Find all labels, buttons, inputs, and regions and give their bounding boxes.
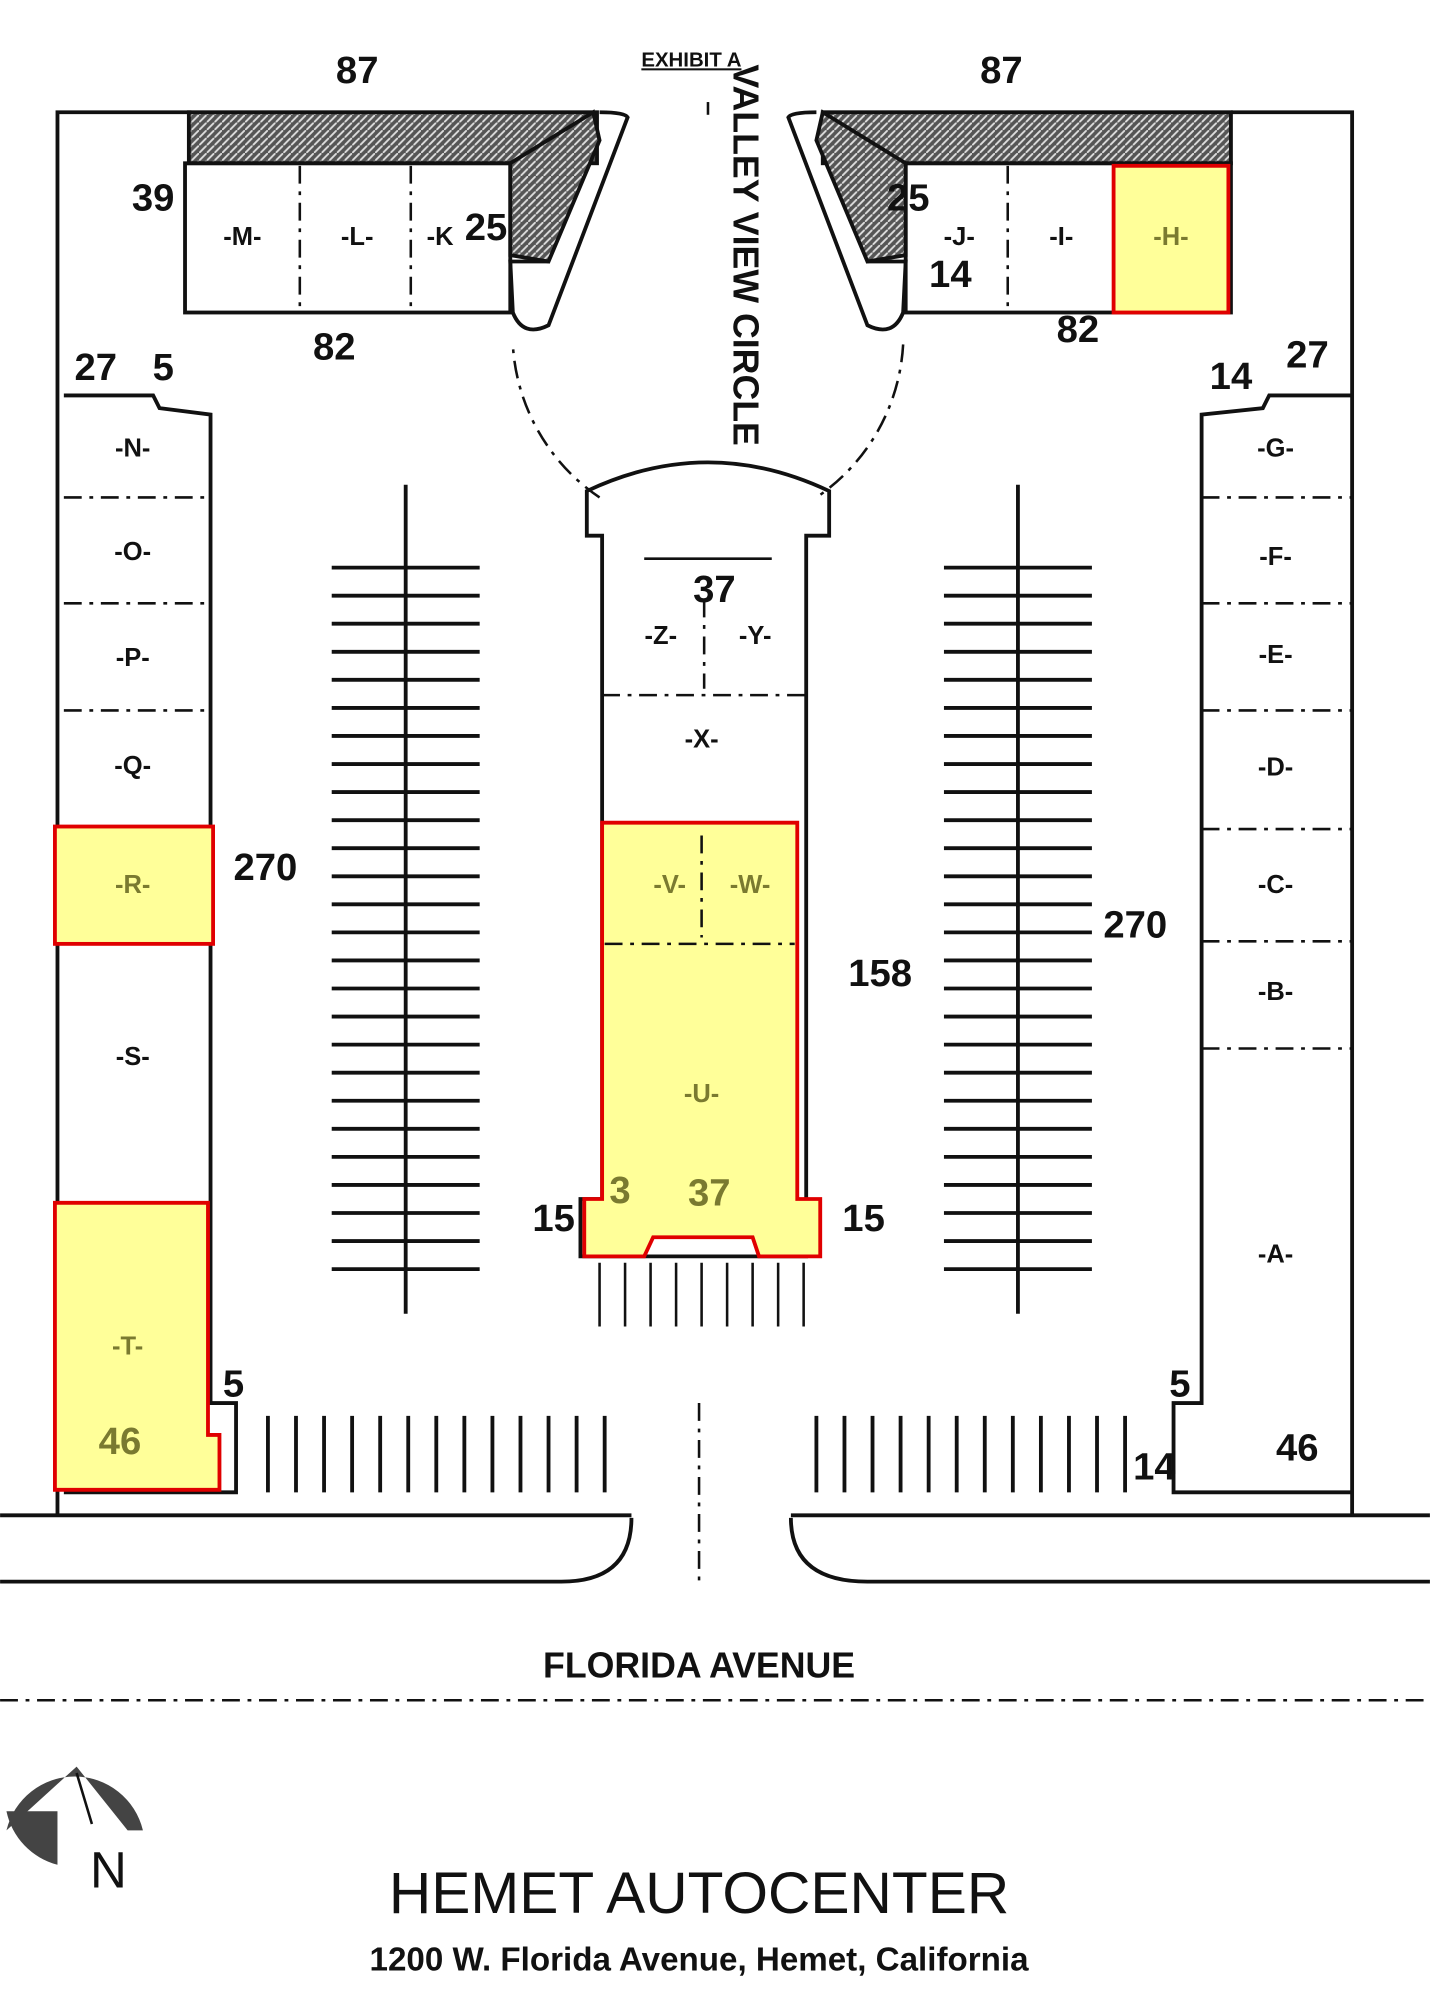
unit-d: -D-: [1258, 754, 1293, 782]
dim-37-top: 37: [693, 568, 736, 611]
unit-w: -W-: [730, 871, 771, 899]
unit-e: -E-: [1259, 641, 1293, 669]
north-arrow-icon: N: [6, 1766, 143, 1899]
dim-27-left: 27: [74, 346, 117, 389]
unit-a: -A-: [1258, 1241, 1293, 1269]
dim-15-right: 15: [842, 1197, 885, 1240]
unit-n: -N-: [115, 435, 150, 463]
unit-q: -Q-: [114, 752, 151, 780]
dim-82-right: 82: [1057, 308, 1100, 351]
center-building: 37 -Z- -Y- -X- -V- -W- -U- 37 3 15 15 15…: [532, 460, 912, 1259]
dim-25: 25: [465, 206, 508, 249]
unit-j: -J-: [944, 223, 975, 251]
parking-lots: [266, 484, 1127, 1493]
dim-5-left: 5: [153, 346, 174, 389]
unit-v: -V-: [653, 871, 686, 899]
site-title: HEMET AUTOCENTER: [389, 1861, 1009, 1926]
dim-15-left: 15: [532, 1197, 575, 1240]
unit-h: -H-: [1153, 223, 1188, 251]
unit-r-highlight[interactable]: [53, 824, 215, 946]
unit-u: -U-: [684, 1080, 719, 1108]
north-label: N: [90, 1842, 127, 1899]
top-right-frontage: 87: [980, 49, 1023, 92]
valley-view-circle: VALLEY VIEW CIRCLE: [511, 64, 905, 499]
dim-270-left: 270: [233, 846, 297, 889]
unit-g: -G-: [1257, 435, 1294, 463]
unit-y: -Y-: [739, 622, 772, 650]
top-right-building: -J- -I- -H- 25 14 82: [786, 109, 1233, 351]
unit-t: -T-: [112, 1333, 143, 1361]
dim-82: 82: [313, 326, 356, 369]
unit-k: -K: [427, 223, 454, 251]
unit-o: -O-: [114, 538, 151, 566]
unit-l: -L-: [341, 223, 374, 251]
dim-3: 3: [609, 1169, 630, 1212]
dim-270-right: 270: [1103, 904, 1167, 947]
dim-158: 158: [848, 952, 912, 995]
florida-avenue-road: FLORIDA AVENUE: [0, 1403, 1430, 1702]
unit-c: -C-: [1258, 871, 1293, 899]
units-u-v-w-highlight[interactable]: [582, 820, 823, 1259]
top-left-building: -M- -L- -K 25 39 82: [132, 109, 630, 369]
unit-m: -M-: [223, 223, 261, 251]
dim-5-left-bottom: 5: [223, 1363, 244, 1406]
road-name: FLORIDA AVENUE: [543, 1645, 855, 1685]
unit-s: -S-: [116, 1043, 150, 1071]
unit-z: -Z-: [645, 622, 678, 650]
exhibit-label: EXHIBIT A: [641, 49, 741, 71]
unit-r: -R-: [115, 871, 150, 899]
dim-14: 14: [929, 253, 972, 296]
unit-h-highlight[interactable]: [1111, 163, 1231, 315]
dim-14-right-bottom: 14: [1133, 1446, 1176, 1489]
right-building: 14 27 -G- -F- -E- -D- -C- -B- -A- 46 5 1…: [1103, 333, 1353, 1495]
unit-t-highlight[interactable]: [53, 1200, 222, 1492]
dim-14-right: 14: [1210, 355, 1253, 398]
unit-f: -F-: [1259, 543, 1292, 571]
unit-p: -P-: [116, 644, 150, 672]
dim-46-left: 46: [99, 1420, 142, 1463]
street-name-circle: VALLEY VIEW CIRCLE: [725, 64, 765, 446]
unit-i: -I-: [1049, 223, 1073, 251]
left-building: 27 5 -N- -O- -P- -Q- -R- -S- -T- 46 5 27…: [53, 346, 297, 1495]
top-left-frontage: 87: [336, 49, 379, 92]
dim-46-right: 46: [1276, 1426, 1319, 1469]
unit-x: -X-: [685, 725, 719, 753]
dim-37-bottom: 37: [688, 1171, 731, 1214]
unit-b: -B-: [1258, 978, 1293, 1006]
dim-5-right-bottom: 5: [1169, 1363, 1190, 1406]
dim-27-right: 27: [1286, 333, 1329, 376]
property-boundary: [55, 110, 1355, 1516]
site-address: 1200 W. Florida Avenue, Hemet, Californi…: [370, 1942, 1030, 1979]
dim-25-right: 25: [887, 176, 930, 219]
dim-39: 39: [132, 176, 175, 219]
